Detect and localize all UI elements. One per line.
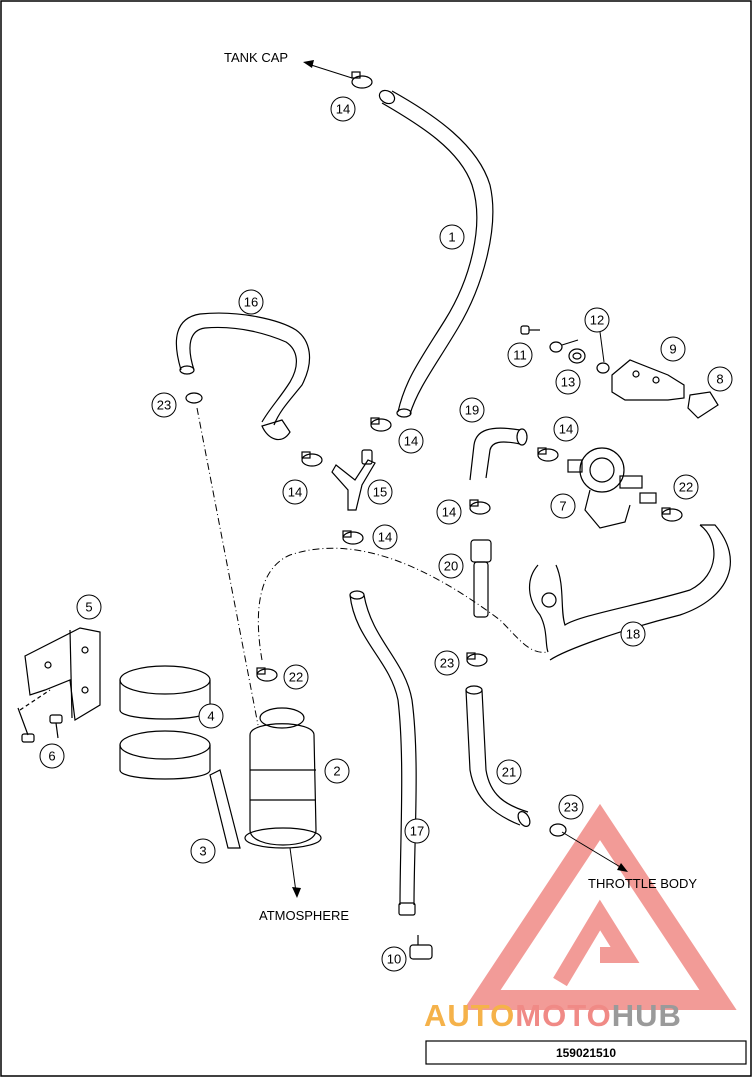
svg-text:4: 4	[207, 709, 214, 724]
callout: 14	[372, 524, 398, 550]
callout: 10	[381, 946, 407, 972]
svg-text:3: 3	[199, 844, 206, 859]
callout: 2	[324, 758, 350, 784]
tube-20	[470, 539, 492, 618]
callout: 7	[550, 493, 576, 519]
svg-text:11: 11	[513, 348, 527, 363]
svg-text:13: 13	[561, 375, 575, 390]
callout: 6	[39, 743, 65, 769]
callout: 16	[238, 289, 264, 315]
callout: 14	[330, 96, 356, 122]
callouts: 14 1 16 23 14 14 15 14 12 11 13 9 8 19 1…	[39, 96, 733, 972]
svg-text:19: 19	[465, 403, 479, 418]
callout: 9	[660, 336, 686, 362]
leader-lines	[289, 63, 623, 893]
callout: 12	[584, 307, 610, 333]
svg-text:5: 5	[85, 600, 92, 615]
hose-1	[378, 89, 494, 418]
callout: 22	[283, 664, 309, 690]
atmosphere-label: ATMOSPHERE	[259, 908, 349, 923]
svg-text:21: 21	[502, 765, 516, 780]
callout: 22	[673, 474, 699, 500]
bracket-9	[611, 359, 685, 401]
callout: 4	[198, 703, 224, 729]
callout: 14	[398, 428, 424, 454]
callout: 21	[496, 759, 522, 785]
canister-2	[244, 707, 322, 849]
svg-text:7: 7	[559, 499, 566, 514]
callout: 17	[404, 818, 430, 844]
callout: 19	[459, 397, 485, 423]
callout: 13	[555, 369, 581, 395]
bolts-6	[17, 689, 63, 743]
hose-16	[175, 312, 311, 441]
straps-4	[119, 665, 211, 780]
svg-text:1: 1	[448, 230, 455, 245]
plate-3	[209, 769, 241, 849]
clip-8	[687, 391, 719, 419]
diagram-id: 159021510	[556, 1046, 616, 1060]
callout: 14	[436, 499, 462, 525]
screw-11	[520, 325, 540, 335]
svg-text:17: 17	[410, 824, 424, 839]
callout: 3	[190, 838, 216, 864]
svg-text:14: 14	[288, 485, 302, 500]
svg-text:14: 14	[404, 434, 418, 449]
callout: 18	[620, 621, 646, 647]
svg-text:12: 12	[590, 313, 604, 328]
clamp-icons	[185, 71, 683, 837]
svg-text:6: 6	[48, 749, 55, 764]
hose-19	[469, 427, 528, 481]
svg-text:18: 18	[626, 627, 640, 642]
callout: 20	[438, 553, 464, 579]
svg-text:22: 22	[289, 670, 303, 685]
svg-text:14: 14	[378, 530, 392, 545]
callout: 14	[282, 479, 308, 505]
callout: 23	[434, 650, 460, 676]
hose-21	[465, 685, 531, 827]
arrow-icons	[292, 60, 628, 898]
callout: 1	[439, 224, 465, 250]
callout: 15	[367, 479, 393, 505]
svg-text:23: 23	[564, 800, 578, 815]
watermark-logo	[463, 803, 737, 1010]
svg-text:8: 8	[716, 372, 723, 387]
fitting-10	[409, 935, 433, 960]
vent-line-18	[257, 547, 549, 661]
valve-7	[567, 447, 657, 529]
callout: 14	[553, 416, 579, 442]
callout: 11	[507, 342, 533, 368]
svg-text:14: 14	[442, 505, 456, 520]
washer-12	[549, 341, 610, 374]
callout: 23	[151, 392, 177, 418]
grommet-13	[568, 348, 586, 364]
vent-line-23	[196, 407, 259, 726]
y-fitting-15	[331, 449, 376, 511]
svg-text:9: 9	[669, 342, 676, 357]
svg-text:10: 10	[387, 952, 401, 967]
svg-text:14: 14	[559, 422, 573, 437]
svg-text:15: 15	[373, 485, 387, 500]
svg-text:2: 2	[333, 764, 340, 779]
throttle-body-label: THROTTLE BODY	[588, 876, 697, 891]
svg-text:23: 23	[157, 398, 171, 413]
tank-cap-label: TANK CAP	[224, 50, 288, 65]
watermark-text: AUTOMOTOHUB	[424, 998, 682, 1033]
callout: 8	[707, 366, 733, 392]
svg-text:14: 14	[336, 102, 350, 117]
callout: 23	[558, 794, 584, 820]
hose-17	[349, 590, 417, 916]
hose-18	[529, 524, 731, 661]
svg-text:22: 22	[679, 480, 693, 495]
svg-text:23: 23	[440, 656, 454, 671]
svg-text:16: 16	[244, 295, 258, 310]
diagram-id-box	[425, 1040, 747, 1065]
callout: 5	[76, 594, 102, 620]
bracket-5	[24, 627, 101, 721]
svg-text:20: 20	[444, 559, 458, 574]
